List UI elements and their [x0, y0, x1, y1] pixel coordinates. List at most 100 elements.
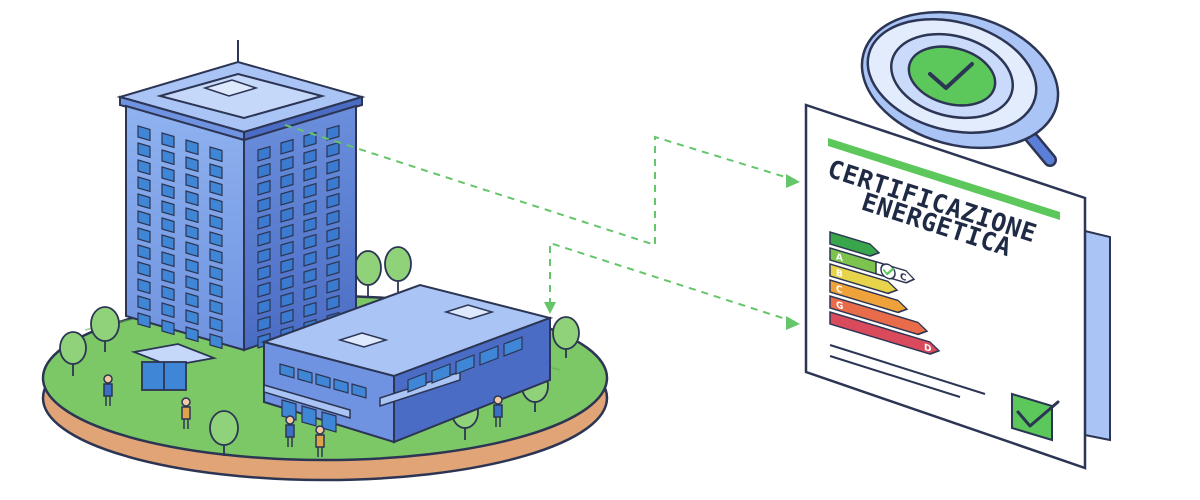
window: [257, 264, 271, 281]
window: [161, 200, 175, 217]
window: [303, 165, 317, 182]
window: [185, 275, 199, 292]
window: [257, 213, 271, 230]
window: [161, 319, 175, 336]
window: [280, 206, 294, 223]
window: [303, 216, 317, 233]
window: [209, 333, 223, 350]
window: [137, 312, 151, 329]
window: [303, 182, 317, 199]
window: [137, 261, 151, 278]
window: [161, 302, 175, 319]
person: [285, 415, 295, 447]
certificate-accent-stripe: [828, 138, 1060, 220]
energy-class-bar: [829, 231, 881, 257]
window: [280, 291, 294, 308]
document-text-lines: [829, 344, 986, 398]
window: [137, 227, 151, 244]
window: [326, 192, 340, 209]
window: [209, 180, 223, 197]
window: [257, 230, 271, 247]
window: [280, 223, 294, 240]
window: [137, 176, 151, 193]
window: [326, 226, 340, 243]
window: [280, 308, 294, 325]
window: [257, 298, 271, 315]
selected-class-marker: C: [875, 260, 916, 284]
window: [137, 210, 151, 227]
window: [303, 301, 317, 318]
window: [209, 214, 223, 231]
window: [161, 268, 175, 285]
window: [351, 383, 367, 399]
office-tower: [116, 40, 366, 352]
tower-windows: [137, 124, 340, 350]
window: [209, 248, 223, 265]
window: [257, 196, 271, 213]
energy-class-label: C: [836, 283, 843, 296]
window: [280, 155, 294, 172]
window: [297, 368, 313, 384]
checkbox-check-icon: [1011, 392, 1060, 442]
window: [303, 148, 317, 165]
window: [209, 197, 223, 214]
window: [315, 373, 331, 389]
window: [209, 146, 223, 163]
window: [455, 354, 475, 375]
window: [326, 277, 340, 294]
window: [185, 207, 199, 224]
energy-class-bar: [829, 311, 941, 355]
window: [280, 138, 294, 155]
energy-class-label: A: [836, 251, 844, 264]
window: [303, 199, 317, 216]
tree: [384, 246, 412, 292]
window: [303, 250, 317, 267]
window: [326, 294, 340, 311]
window: [161, 234, 175, 251]
window: [137, 244, 151, 261]
check-icon: [883, 267, 894, 276]
connector-line-lower: [549, 241, 796, 323]
window: [257, 145, 271, 162]
arrowhead: [786, 174, 800, 188]
window: [326, 243, 340, 260]
window: [321, 411, 337, 433]
magnifier-check-icon: [860, 10, 1060, 167]
annex-windows: [279, 336, 523, 433]
window: [326, 175, 340, 192]
window: [257, 179, 271, 196]
tree: [209, 410, 239, 456]
window: [161, 149, 175, 166]
person: [181, 397, 191, 429]
window: [161, 166, 175, 183]
window: [257, 162, 271, 179]
window: [326, 141, 340, 158]
energy-class-bar: [829, 295, 929, 336]
window: [137, 159, 151, 176]
connector-lines: [284, 124, 796, 323]
certificate-sheet: [804, 103, 1087, 470]
window: [161, 183, 175, 200]
window: [279, 363, 295, 379]
person: [493, 395, 503, 427]
window: [280, 172, 294, 189]
window: [137, 125, 151, 142]
window: [280, 240, 294, 257]
tree: [59, 331, 87, 376]
window: [161, 251, 175, 268]
window: [333, 378, 349, 394]
person: [103, 374, 113, 406]
window: [185, 156, 199, 173]
tree: [354, 250, 382, 296]
window: [209, 299, 223, 316]
window: [137, 193, 151, 210]
window: [137, 278, 151, 295]
energy-class-label: D: [924, 342, 932, 355]
connector-line-upper: [284, 124, 796, 247]
arrowhead: [544, 302, 556, 314]
window: [161, 285, 175, 302]
window: [185, 292, 199, 309]
connector-arrowheads: [544, 174, 800, 330]
window: [185, 139, 199, 156]
